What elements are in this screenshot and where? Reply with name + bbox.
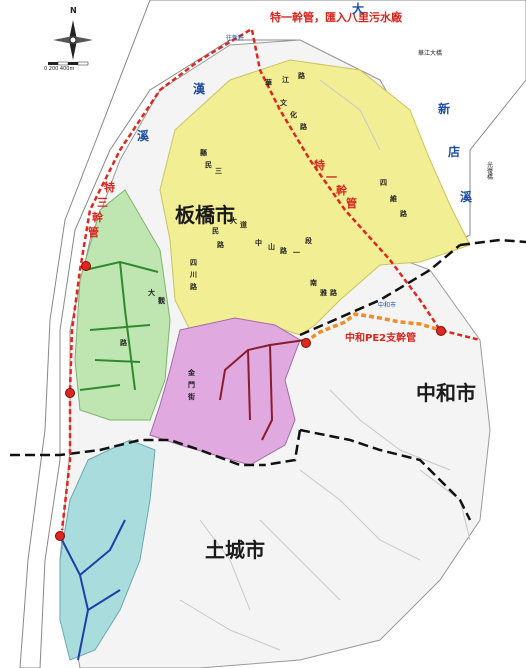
road-char: 江 — [282, 76, 289, 84]
river-dahan-char-1: 大 — [352, 2, 365, 16]
river-dahan-char-3: 溪 — [137, 129, 150, 143]
road-char: 觀 — [158, 297, 165, 305]
road-char: 華 — [265, 79, 272, 87]
green-pipes — [79, 260, 159, 391]
road-char: 金 — [188, 369, 195, 377]
road-char: 民 — [212, 227, 219, 235]
road-char: 中 — [255, 239, 262, 247]
river-xindian-char-3: 溪 — [460, 190, 473, 204]
road-char: 一 — [293, 249, 300, 257]
compass-north-label: N — [70, 6, 77, 15]
road-char: 路 — [120, 339, 127, 347]
green-district — [74, 189, 171, 421]
trunk-main — [250, 29, 481, 342]
road-char: 雅 — [320, 289, 327, 297]
tucheng-pipes — [61, 519, 126, 661]
north-arrow-icon — [53, 20, 93, 60]
banqiao-district — [159, 59, 471, 336]
river-xindian-char-2: 店 — [448, 145, 461, 159]
trunk-special-three-char-1: 特 — [104, 181, 115, 194]
place-guangfu-bridge: 光復橋 — [487, 162, 494, 181]
road-char: 段 — [305, 237, 312, 245]
trunk-main-seg-char-4: 管 — [346, 197, 357, 210]
road-char: 大 — [230, 217, 237, 225]
district-boundaries — [10, 238, 526, 521]
road-char: 四 — [190, 259, 197, 267]
road-char: 四 — [380, 179, 387, 187]
scale-bar — [48, 61, 89, 66]
trunk-special-three — [60, 28, 251, 531]
road-char: 南 — [310, 279, 317, 287]
road-char: 路 — [298, 72, 305, 80]
road-char: 街 — [188, 393, 195, 401]
road-char: 縣 — [200, 149, 207, 157]
city-zhonghe: 中和市 — [416, 381, 476, 405]
place-zhonghe-small: 中和市 — [378, 302, 397, 309]
place-xue-bridge: 華江大橋 — [418, 50, 443, 57]
trunk-special-three-char-4: 管 — [88, 226, 99, 239]
place-top-left-small: 往新莊 — [226, 35, 245, 42]
road-char: 維 — [390, 195, 397, 203]
trunk-pe2-label: 中和PE2支幹管 — [345, 333, 417, 344]
trunk-main-seg-char-3: 幹 — [336, 184, 347, 197]
trunk-special-three-char-2: 三 — [97, 196, 108, 209]
road-char: 山 — [268, 243, 275, 251]
road-char: 三 — [215, 167, 222, 175]
road-char: 路 — [400, 210, 407, 218]
road-char: 文 — [280, 99, 287, 107]
trunk-main-seg-char-1: 特 — [314, 159, 325, 172]
road-char: 路 — [217, 241, 224, 249]
river-xindian-char-1: 新 — [438, 102, 451, 116]
road-char: 化 — [290, 111, 297, 119]
city-tucheng: 土城市 — [205, 538, 265, 562]
city-banqiao: 板橋市 — [175, 203, 235, 227]
road-char: 川 — [190, 271, 197, 279]
road-char: 民 — [205, 161, 212, 169]
trunk-pe2-branch — [304, 312, 441, 344]
road-char: 大 — [148, 289, 155, 297]
road-char: 道 — [240, 221, 247, 229]
trunk-main-seg-char-2: 一 — [326, 171, 337, 184]
road-char: 路 — [300, 123, 307, 131]
junction-nodes — [55, 261, 446, 541]
scale-label: 0 200 400m — [44, 66, 75, 72]
zhonghe-pe2-district — [149, 317, 301, 466]
road-char: 路 — [280, 247, 287, 255]
road-char: 門 — [188, 381, 195, 389]
trunk-main-top-label: 特一幹管，匯入八里污水廠 — [270, 11, 402, 24]
zhonghe-pipes — [219, 339, 306, 441]
street-grid — [179, 79, 471, 651]
trunk-special-three-char-3: 幹 — [92, 211, 103, 224]
road-char: 路 — [330, 289, 337, 297]
river-dahan-char-2: 漢 — [193, 82, 206, 96]
tucheng-blue-district — [59, 439, 156, 661]
road-char: 路 — [190, 283, 197, 291]
